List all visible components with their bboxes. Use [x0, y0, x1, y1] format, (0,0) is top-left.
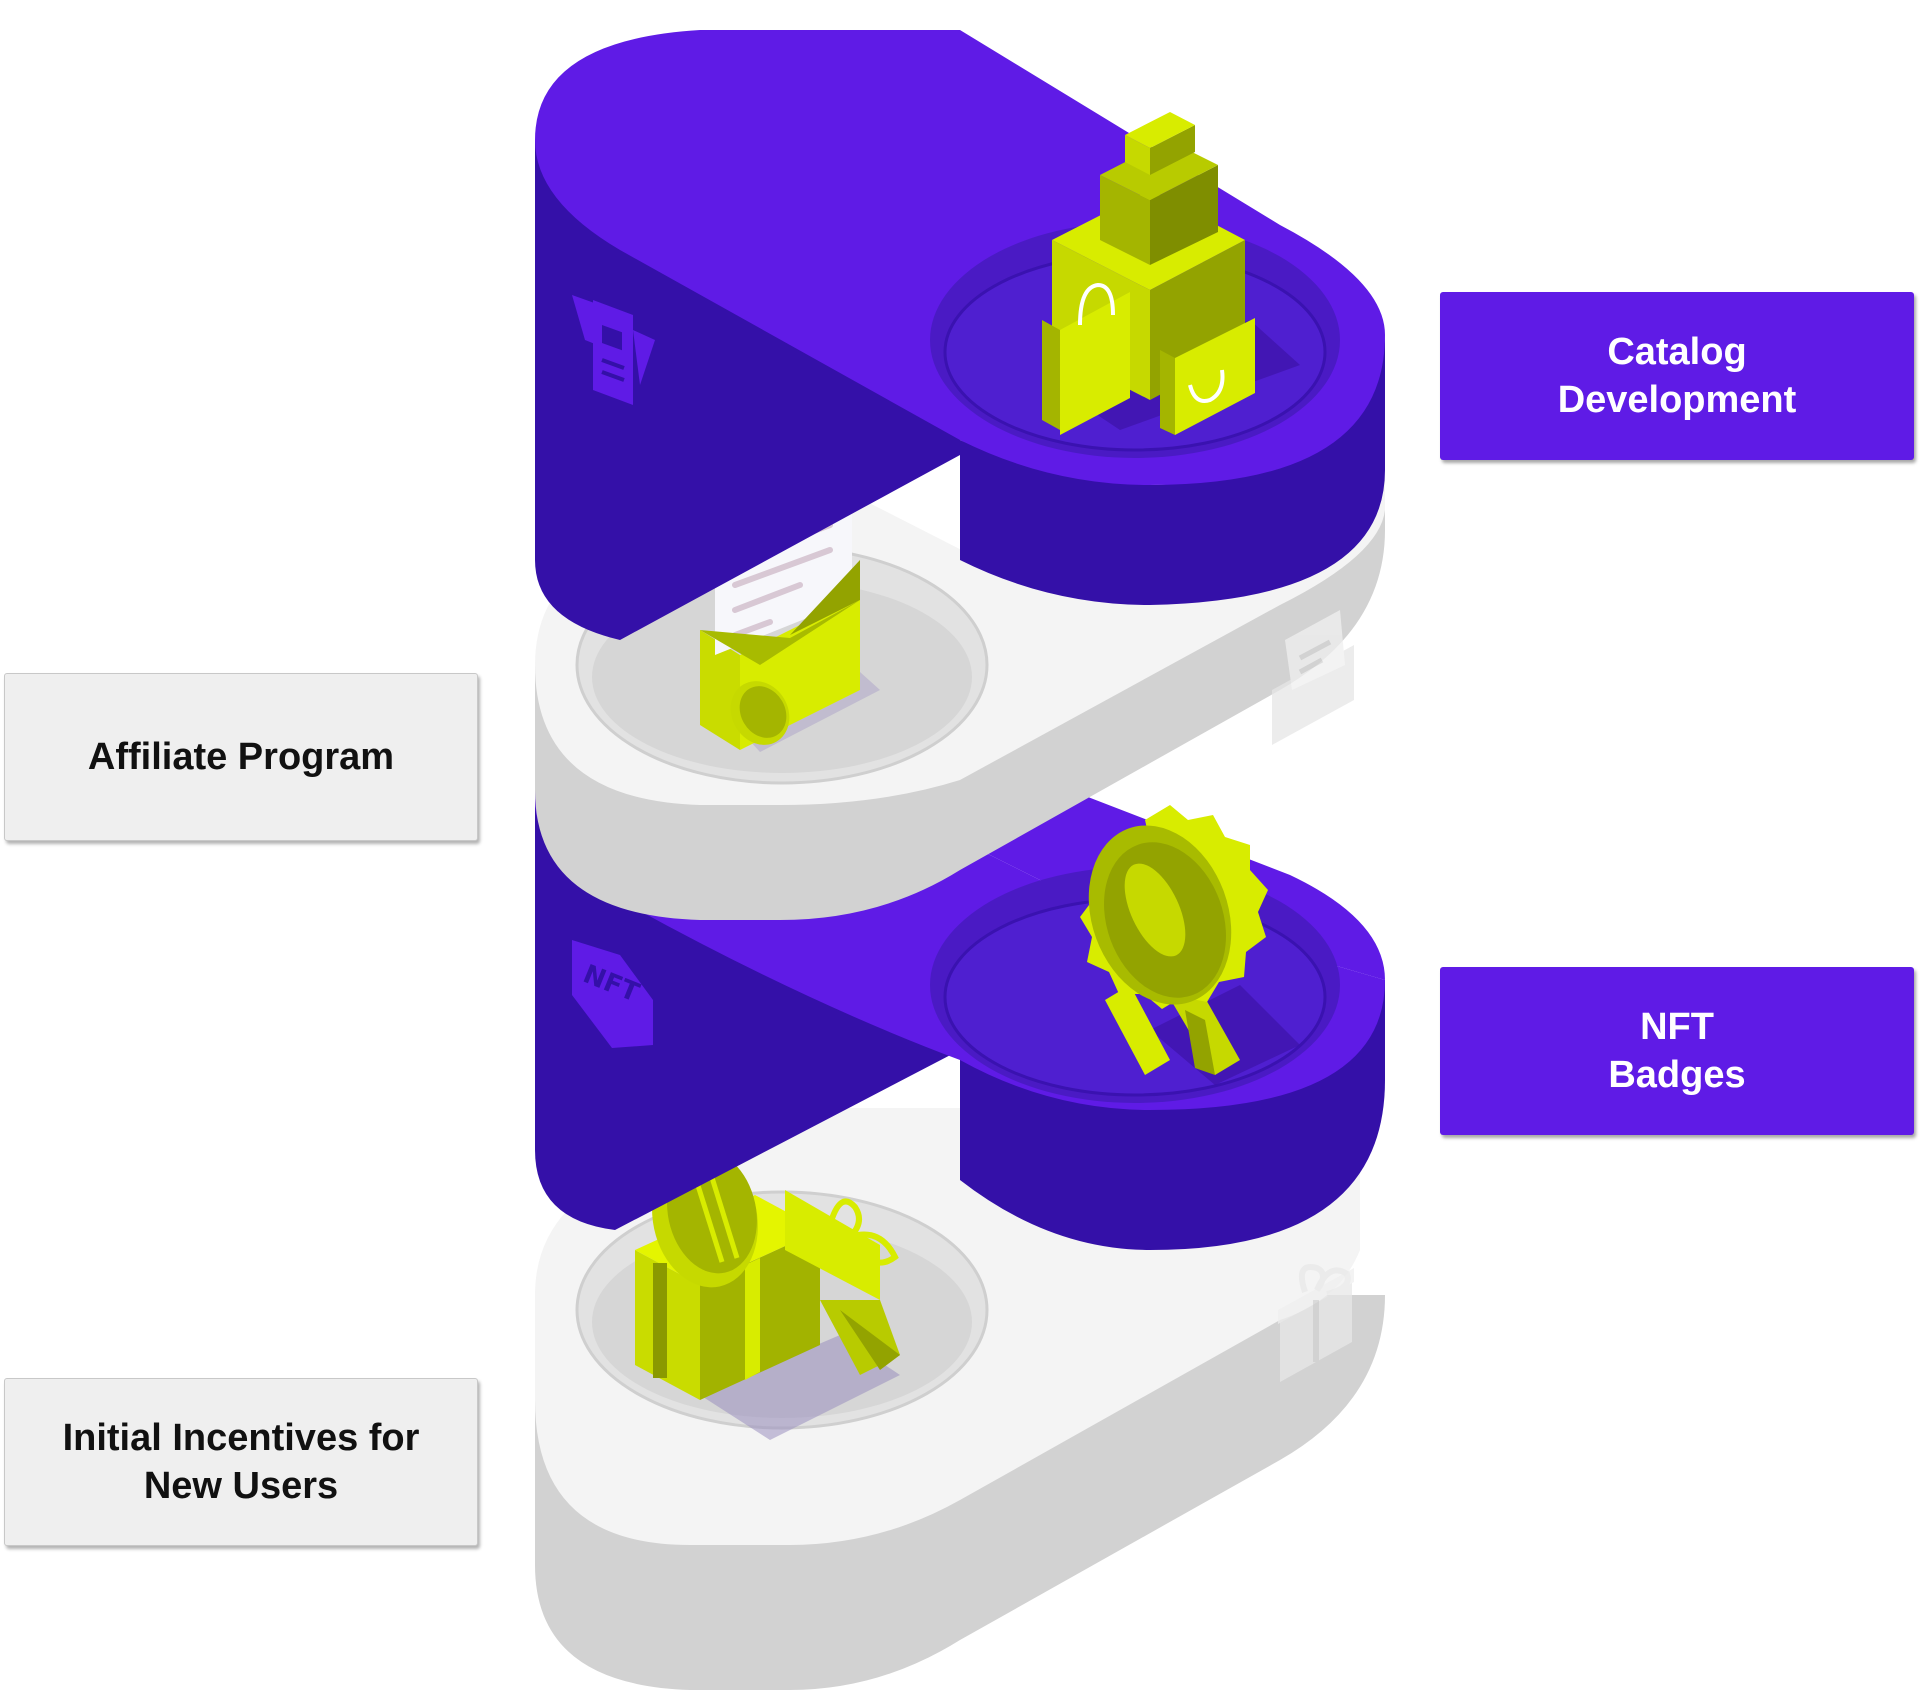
catalog-document-icon — [572, 295, 655, 405]
nft-badges-label: NFT Badges — [1440, 967, 1914, 1135]
nft-tag-icon: NFT — [572, 940, 653, 1048]
affiliate-program-label: Affiliate Program — [4, 673, 478, 841]
envelope-icon — [1272, 610, 1354, 745]
initial-incentives-label: Initial Incentives for New Users — [4, 1378, 478, 1546]
gift-icon — [1278, 1264, 1354, 1382]
catalog-development-label: Catalog Development — [1440, 292, 1914, 460]
tier-catalog — [535, 30, 1385, 640]
shopping-bags-and-boxes-icon — [1042, 112, 1300, 435]
award-badge-icon — [1080, 805, 1300, 1085]
